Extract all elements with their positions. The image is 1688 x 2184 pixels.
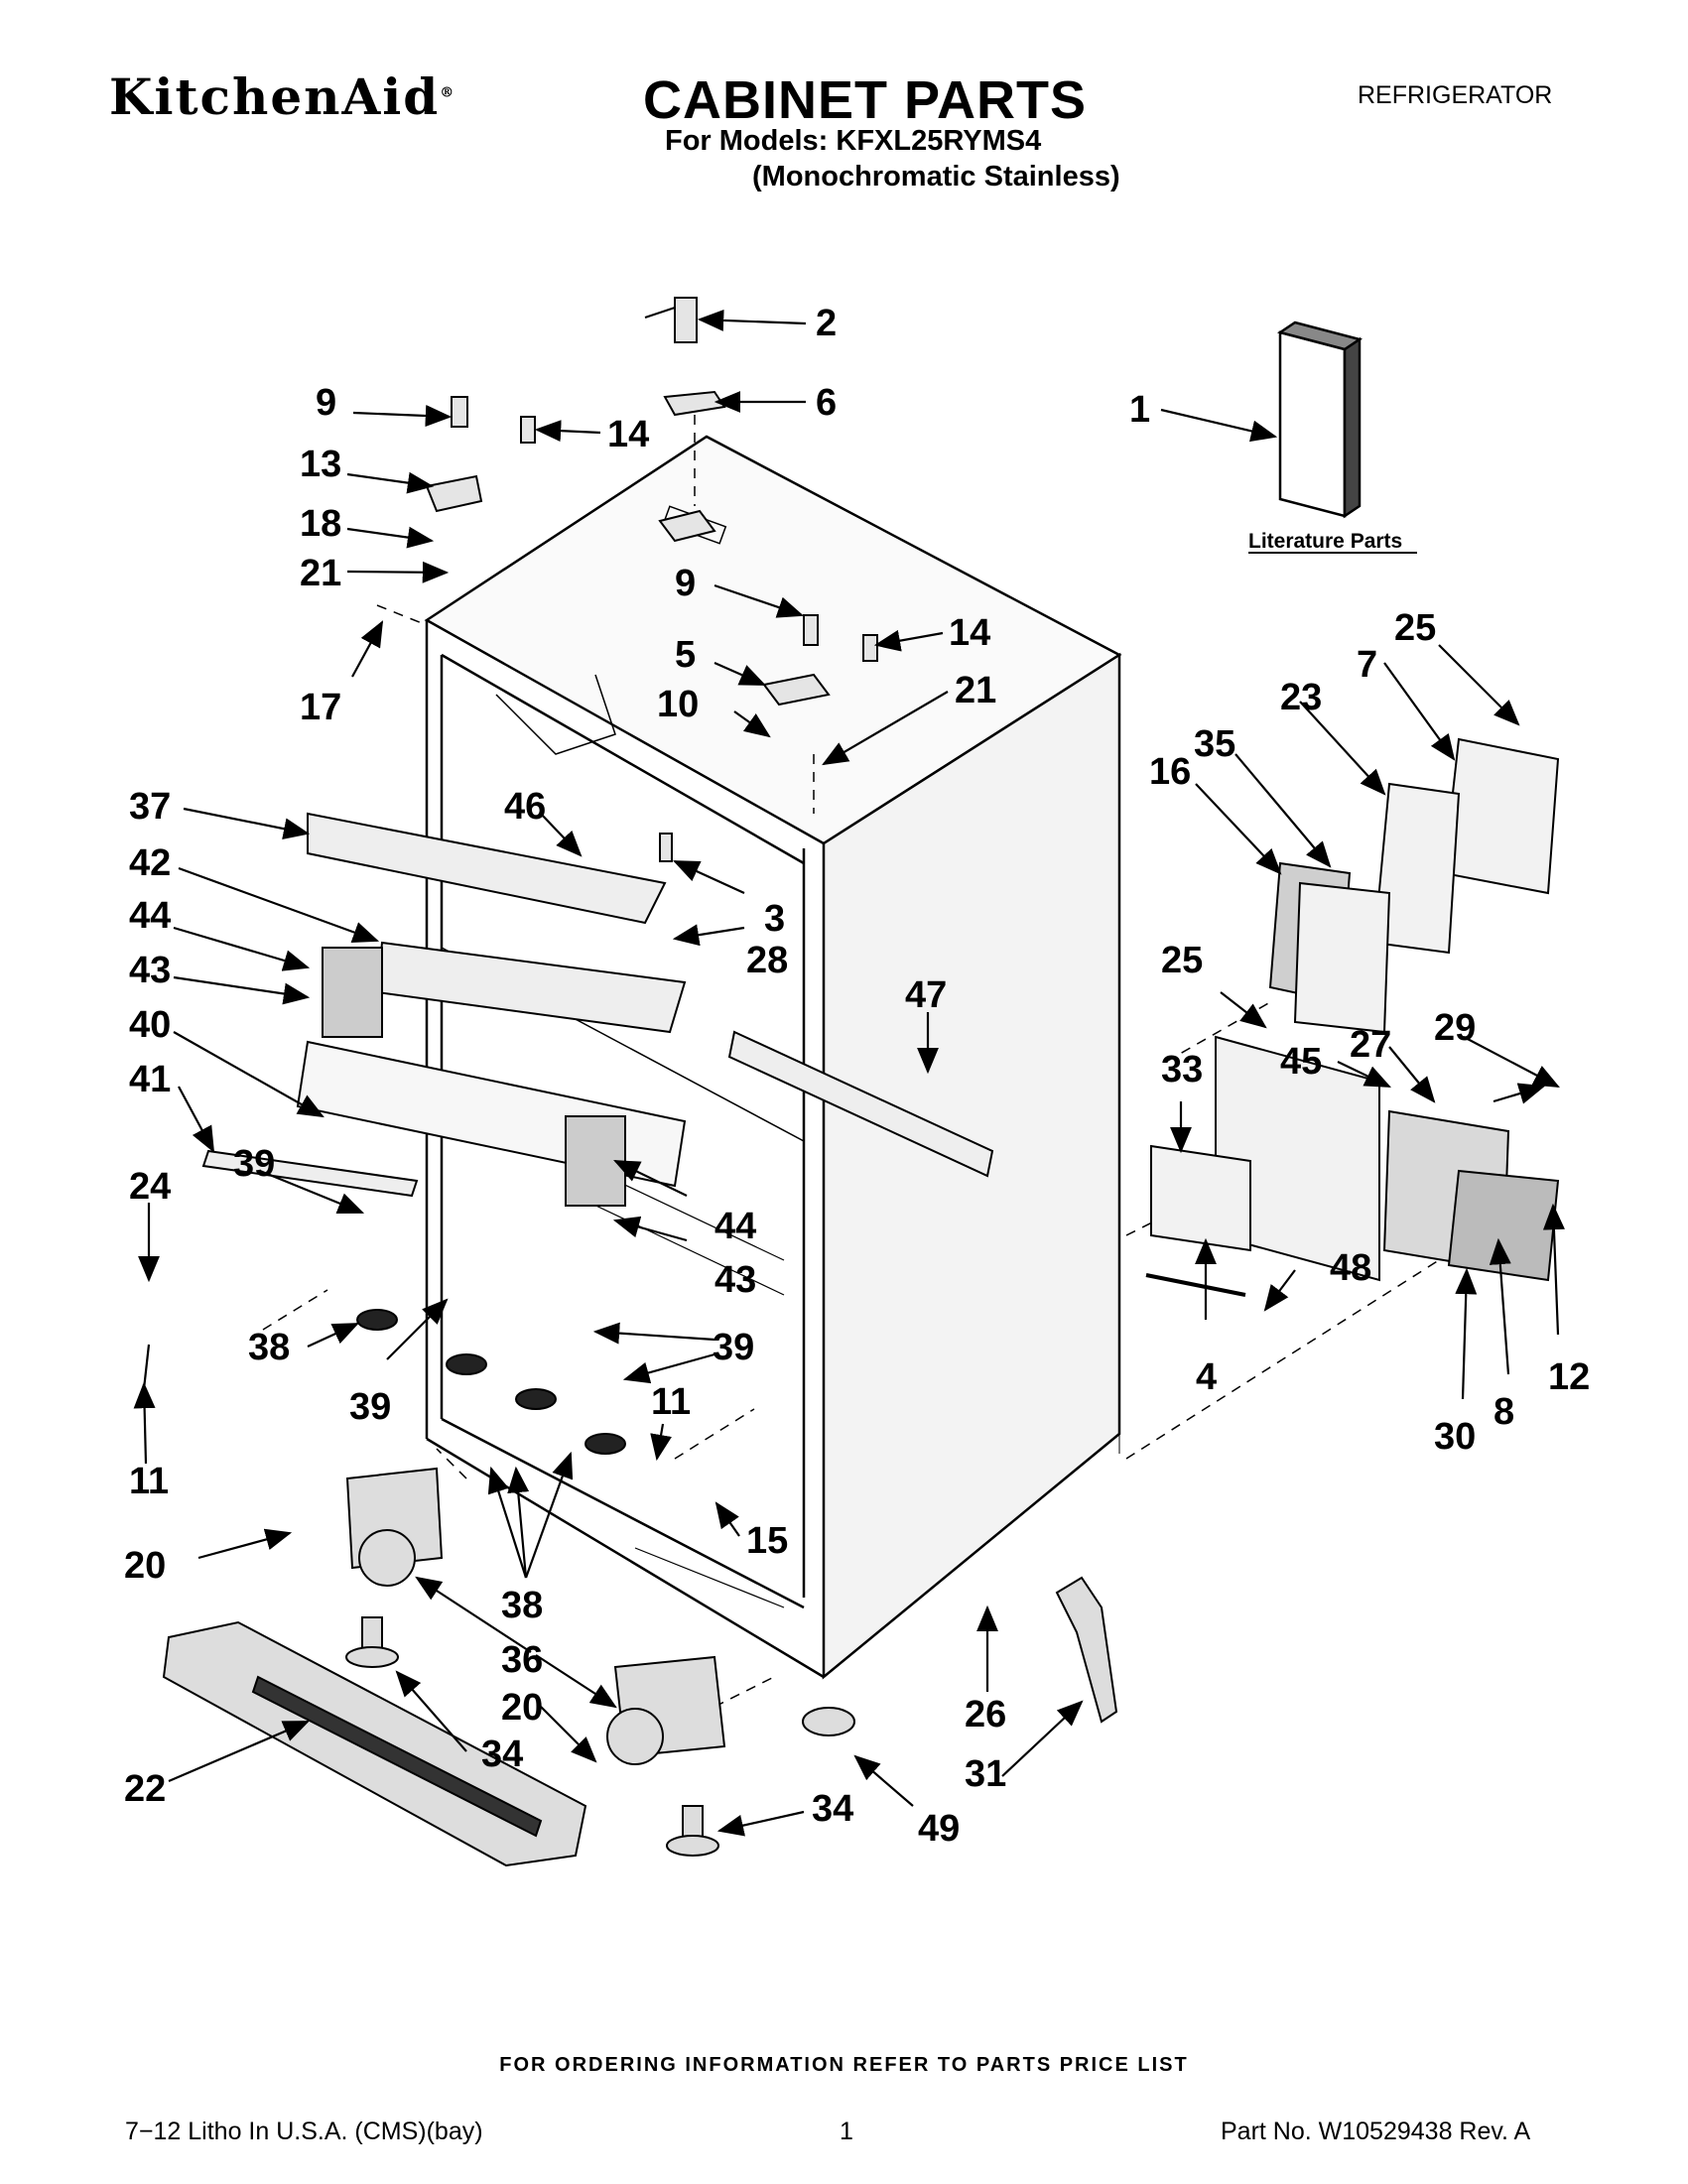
callout-label: 33 (1161, 1049, 1203, 1091)
top-hinge-parts (425, 297, 878, 862)
callout-label: 43 (714, 1259, 756, 1301)
callout-label: 12 (1548, 1356, 1590, 1398)
callout-label: 14 (607, 414, 649, 455)
callout-label: 15 (746, 1520, 788, 1562)
callout-label: 11 (129, 1461, 169, 1502)
page-number: 1 (840, 2118, 853, 2145)
callout-label: 25 (1161, 940, 1203, 981)
leader-arrows (133, 309, 1565, 1837)
callout-label: 48 (1330, 1247, 1371, 1289)
callout-label: 39 (349, 1386, 391, 1428)
callout-label: 17 (300, 687, 341, 728)
callout-label: 41 (129, 1059, 171, 1100)
callout-label: 22 (124, 1768, 166, 1810)
variant-line: (Monochromatic Stainless) (752, 161, 1120, 193)
roller-and-foot-parts (162, 1467, 1118, 1867)
callout-label: 34 (812, 1788, 853, 1830)
callout-label: 5 (675, 634, 696, 676)
callout-label: 14 (949, 612, 990, 654)
callout-label: 21 (300, 553, 341, 594)
back-panel-parts (1145, 737, 1560, 1297)
callout-label: 30 (1434, 1416, 1476, 1458)
litho-info: 7−12 Litho In U.S.A. (CMS)(bay) (125, 2118, 483, 2145)
callout-label: 4 (1196, 1356, 1217, 1398)
shelf-parts (201, 812, 994, 1455)
literature-part-drawing (1276, 321, 1363, 519)
callout-label: 20 (501, 1687, 543, 1729)
callout-label: 16 (1149, 751, 1191, 793)
callout-label: 7 (1357, 644, 1377, 686)
callout-label: 11 (651, 1381, 691, 1423)
page-title: CABINET PARTS (643, 70, 1088, 130)
callout-label: 6 (816, 382, 837, 424)
callout-label: 28 (746, 940, 788, 981)
callout-label: 46 (504, 786, 546, 828)
callout-label: 49 (918, 1808, 960, 1850)
callout-label: 45 (1280, 1041, 1322, 1083)
callout-label: 18 (300, 503, 341, 545)
callout-label: 20 (124, 1545, 166, 1587)
callout-label: 36 (501, 1639, 543, 1681)
callout-label: 35 (1194, 723, 1235, 765)
callout-label: 47 (905, 974, 947, 1016)
models-line: For Models: KFXL25RYMS4 (665, 125, 1042, 157)
callout-label: 38 (248, 1327, 290, 1368)
callout-label: 44 (129, 895, 171, 937)
callout-label: 38 (501, 1585, 543, 1626)
callout-label: 42 (129, 842, 171, 884)
callout-label: 13 (300, 444, 341, 485)
callout-label: 43 (129, 950, 171, 991)
category-label: REFRIGERATOR (1358, 81, 1553, 109)
callout-label: 3 (764, 898, 785, 940)
callout-label: 39 (233, 1143, 275, 1185)
part-number: Part No. W10529438 Rev. A (1221, 2118, 1531, 2145)
callout-label: 23 (1280, 677, 1322, 718)
callout-label: 8 (1493, 1391, 1514, 1433)
callout-label: 31 (965, 1753, 1006, 1795)
brand-name: KitchenAid (109, 67, 441, 126)
callout-label: 9 (316, 382, 336, 424)
assembly-lines (262, 397, 1440, 1708)
callout-label: 9 (675, 563, 696, 604)
callout-label: 27 (1350, 1024, 1391, 1066)
callout-label: 29 (1434, 1007, 1476, 1049)
callout-label: 2 (816, 303, 837, 344)
callout-label: 25 (1394, 607, 1436, 649)
callout-label: 24 (129, 1166, 171, 1208)
callout-label: 1 (1129, 389, 1150, 431)
callout-label: 44 (714, 1206, 756, 1247)
callout-label: 10 (657, 684, 699, 725)
callout-label: 34 (481, 1734, 523, 1775)
callout-label: 39 (713, 1327, 754, 1368)
callout-label: 37 (129, 786, 171, 828)
callout-labels: 2 6 9 14 13 18 21 17 1 9 14 5 10 21 25 7… (124, 303, 1590, 1850)
brand-logo: KitchenAid® (109, 67, 456, 126)
callout-label: 21 (955, 670, 996, 711)
ordering-note: FOR ORDERING INFORMATION REFER TO PARTS … (499, 2054, 1189, 2076)
callout-label: 26 (965, 1694, 1006, 1735)
literature-parts-label: Literature Parts (1248, 530, 1402, 553)
callout-label: 40 (129, 1004, 171, 1046)
